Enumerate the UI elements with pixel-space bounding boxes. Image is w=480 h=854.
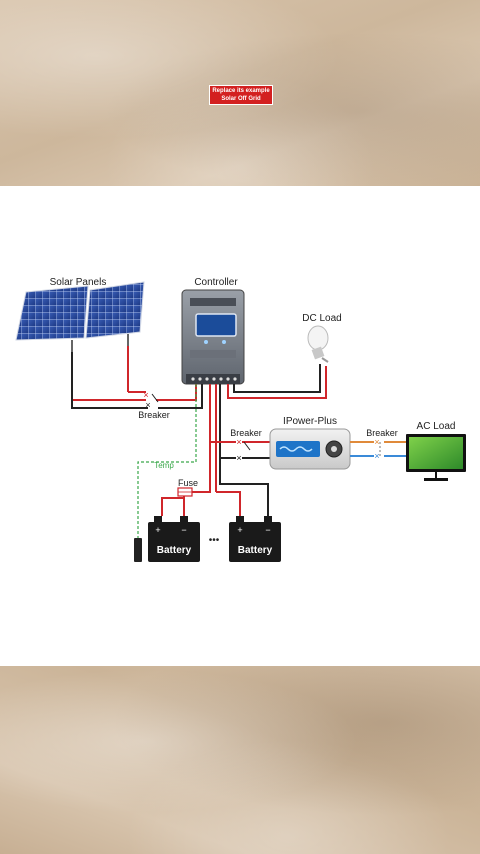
- breaker-left-label: Breaker: [138, 410, 170, 420]
- svg-text:×: ×: [236, 453, 241, 463]
- breaker-right-label: Breaker: [366, 428, 398, 438]
- breaker-middle-label: Breaker: [230, 428, 262, 438]
- battery-2: + − Battery: [229, 516, 281, 562]
- battery-1-label: Battery: [157, 545, 192, 556]
- inverter-wires: [210, 441, 270, 459]
- svg-text:×: ×: [143, 390, 148, 400]
- sand-background-top: Replace its example Solar Off Grid: [0, 0, 480, 186]
- diagram-panel: Solar Panels Controller DC Load: [0, 186, 480, 666]
- battery-2-label: Battery: [238, 545, 273, 556]
- dc-load-label: DC Load: [302, 313, 341, 324]
- battery-1-plus: +: [155, 525, 160, 535]
- ac-load-tv: [406, 434, 466, 481]
- breaker-right[interactable]: × ×: [374, 437, 379, 461]
- sand-background-bottom: [0, 666, 480, 854]
- fuse: [177, 487, 193, 497]
- svg-text:×: ×: [145, 400, 150, 410]
- temp-wire: [137, 384, 197, 538]
- solar-panels-label: Solar Panels: [50, 277, 107, 288]
- svg-text:×: ×: [374, 451, 379, 461]
- solar-panels: [15, 281, 145, 352]
- caption-line-2: Solar Off Grid: [221, 96, 261, 102]
- caption-sticker: Replace its example Solar Off Grid: [210, 86, 272, 104]
- inverter-label: IPower-Plus: [283, 416, 337, 427]
- battery-2-plus: +: [237, 525, 242, 535]
- temp-sensor: [134, 538, 142, 562]
- dc-load-wires: [227, 364, 327, 399]
- battery-1-minus: −: [181, 525, 186, 535]
- caption-line-1: Replace its example: [212, 88, 270, 94]
- battery-2-minus: −: [265, 525, 270, 535]
- breaker-middle[interactable]: × ×: [236, 437, 251, 463]
- svg-text:×: ×: [374, 437, 379, 447]
- ac-wires: [350, 441, 406, 457]
- charge-controller: [181, 289, 245, 385]
- inverter: [269, 428, 351, 470]
- battery-wires: [161, 384, 269, 516]
- svg-text:×: ×: [236, 437, 241, 447]
- battery-ellipsis: •••: [209, 535, 220, 546]
- wiring-diagram: Solar Panels Controller DC Load: [15, 277, 466, 562]
- dc-load-bulb: [307, 325, 329, 363]
- controller-label: Controller: [194, 277, 238, 288]
- temp-label: Temp: [154, 461, 174, 470]
- fuse-label: Fuse: [178, 478, 198, 488]
- breaker-left[interactable]: × ×: [143, 390, 159, 410]
- battery-1: + − Battery: [148, 516, 200, 562]
- ac-load-label: AC Load: [417, 421, 456, 432]
